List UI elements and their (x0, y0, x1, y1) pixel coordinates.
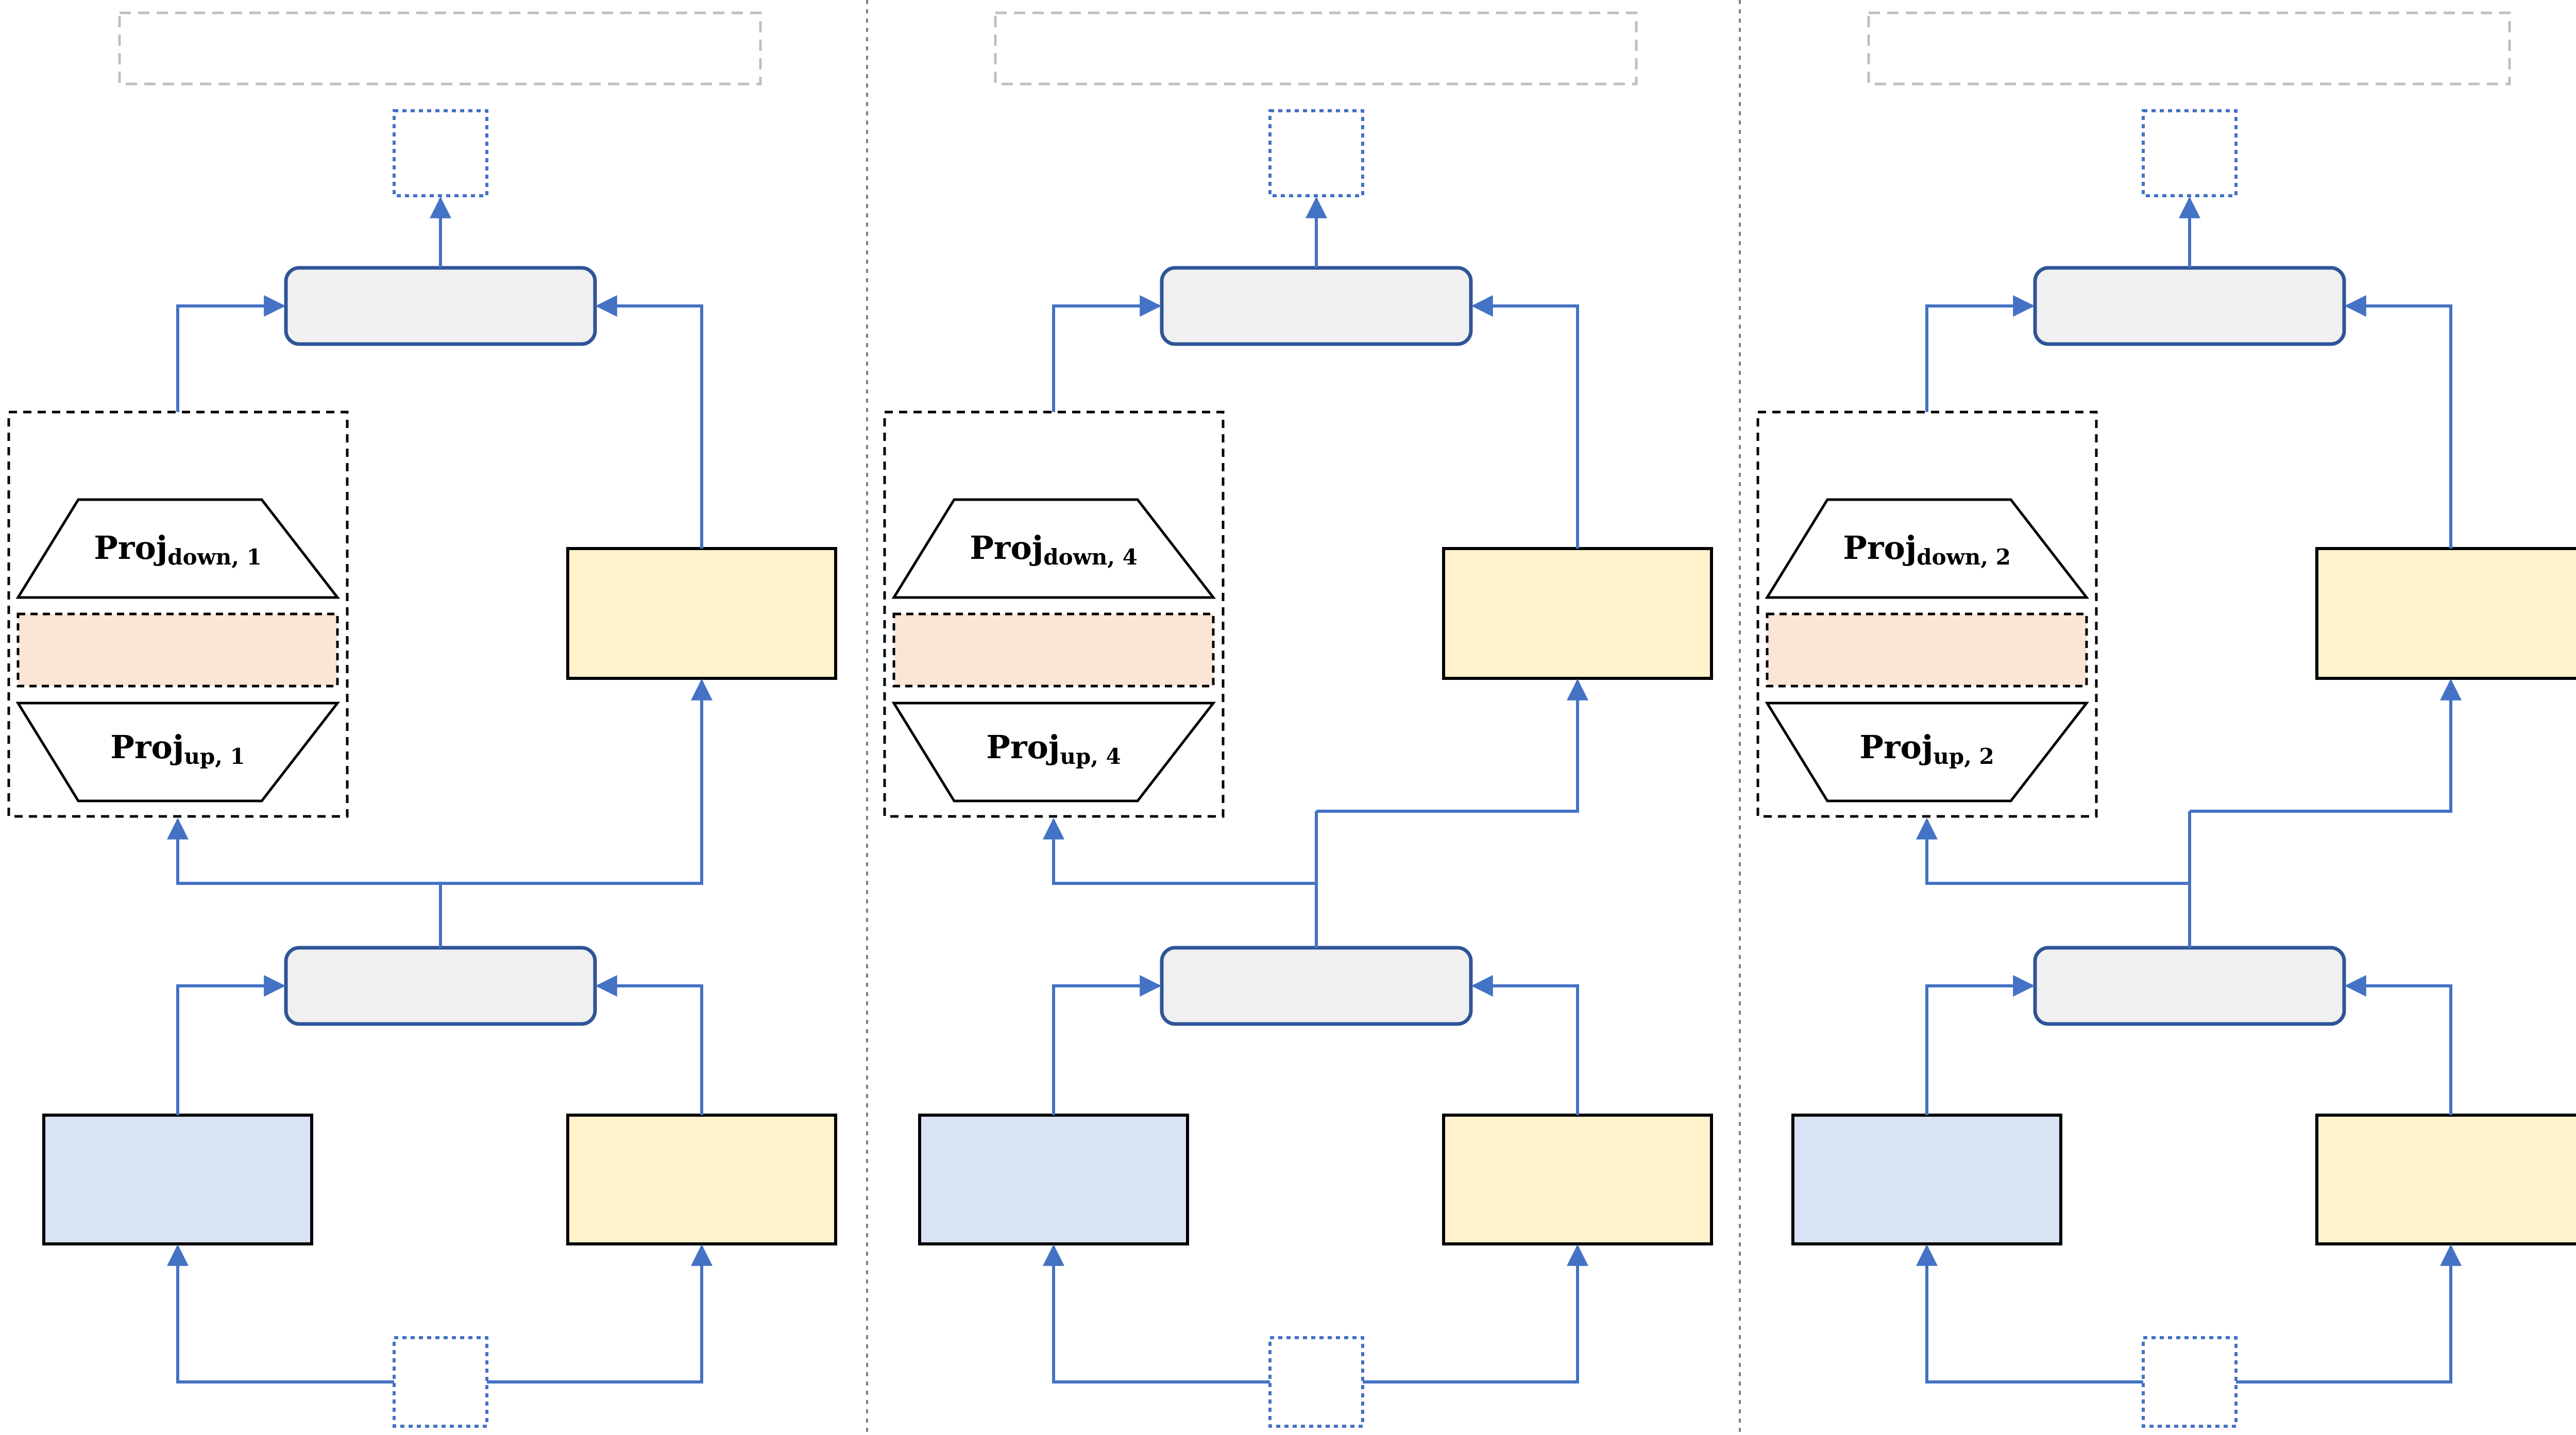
arrow-input-to-attention (167, 1244, 394, 1383)
attention-block (1791, 1114, 2062, 1245)
proj-up-main: Proj (1859, 728, 1933, 766)
attention-block (42, 1114, 313, 1245)
bottom-right-block (566, 1114, 837, 1245)
arrow-attention-to-addnorm (1925, 975, 2035, 1115)
arrow-addnorm-to-ffn (1916, 817, 2190, 885)
activation-box (892, 612, 1215, 688)
arrow-addnorm-to-right-top (1316, 678, 1588, 813)
arrow-right-block-to-addnorm (1471, 975, 1579, 1115)
add-norm-top (284, 266, 597, 346)
arrow-addnorm-to-ffn (167, 817, 440, 885)
panel-title-box (1867, 11, 2511, 86)
arrow-addnorm-to-ffn (1043, 817, 1316, 885)
bottom-right-block (2315, 1114, 2576, 1245)
arrow-input-to-right-block (2236, 1244, 2462, 1383)
input-box (2142, 1336, 2238, 1428)
proj-up-label: Projup, 2 (1859, 728, 1994, 769)
add-norm-bottom (284, 946, 597, 1026)
proj-down-label: Projdown, 4 (970, 529, 1138, 570)
add-norm-top (2033, 266, 2346, 346)
arrow-input-to-attention (1916, 1244, 2143, 1383)
arrow-right-block-to-addnorm (595, 975, 703, 1115)
arrow-addnorm-to-right-top (2190, 678, 2462, 813)
proj-down-shape (15, 498, 341, 599)
proj-down-label: Projdown, 2 (1843, 529, 2011, 570)
proj-down-shape (891, 498, 1216, 599)
add-norm-bottom (1160, 946, 1473, 1026)
arrow-attention-to-addnorm (176, 975, 286, 1115)
output-box (1268, 109, 1364, 197)
proj-up-label: Projup, 4 (986, 728, 1121, 769)
proj-up-subscript: up, 4 (1060, 744, 1121, 769)
input-box (1268, 1336, 1364, 1428)
proj-down-subscript: down, 4 (1043, 544, 1138, 570)
arrow-ffn-to-addnorm (1925, 295, 2035, 412)
bottom-right-block (1442, 1114, 1713, 1245)
right-top-block (2315, 547, 2576, 680)
proj-down-subscript: down, 2 (1917, 544, 2011, 570)
proj-down-label: Projdown, 1 (94, 529, 262, 570)
output-box (393, 109, 488, 197)
panel-title-box (118, 11, 762, 86)
proj-up-shape (15, 702, 341, 802)
arrow-attention-to-addnorm (1052, 975, 1162, 1115)
arrow-right-top-to-addnorm (2344, 295, 2452, 549)
proj-down-main: Proj (970, 529, 1043, 567)
right-top-block (566, 547, 837, 680)
proj-down-main: Proj (94, 529, 167, 567)
add-norm-top (1160, 266, 1473, 346)
arrow-ffn-to-addnorm (176, 295, 286, 412)
proj-up-shape (891, 702, 1216, 802)
proj-up-shape (1765, 702, 2090, 802)
arrow-input-to-right-block (1363, 1244, 1588, 1383)
arrow-input-to-attention (1043, 1244, 1270, 1383)
proj-down-main: Proj (1843, 529, 1917, 567)
input-box (393, 1336, 488, 1428)
proj-up-main: Proj (110, 728, 184, 766)
proj-up-label: Projup, 1 (110, 728, 245, 769)
right-top-block (1442, 547, 1713, 680)
arrow-right-top-to-addnorm (595, 295, 703, 549)
proj-up-subscript: up, 2 (1933, 744, 1994, 769)
arrow-right-block-to-addnorm (2344, 975, 2452, 1115)
arrow-right-top-to-addnorm (1471, 295, 1579, 549)
arrow-addnorm-to-right-top (440, 678, 713, 885)
proj-down-subscript: down, 1 (167, 544, 262, 570)
arrow-input-to-right-block (487, 1244, 713, 1383)
attention-block (918, 1114, 1189, 1245)
add-norm-bottom (2033, 946, 2346, 1026)
proj-down-shape (1765, 498, 2090, 599)
activation-box (1766, 612, 2088, 688)
activation-box (16, 612, 339, 688)
output-box (2142, 109, 2238, 197)
proj-up-subscript: up, 1 (184, 744, 245, 769)
arrow-ffn-to-addnorm (1052, 295, 1162, 412)
proj-up-main: Proj (986, 728, 1060, 766)
panel-title-box (994, 11, 1638, 86)
